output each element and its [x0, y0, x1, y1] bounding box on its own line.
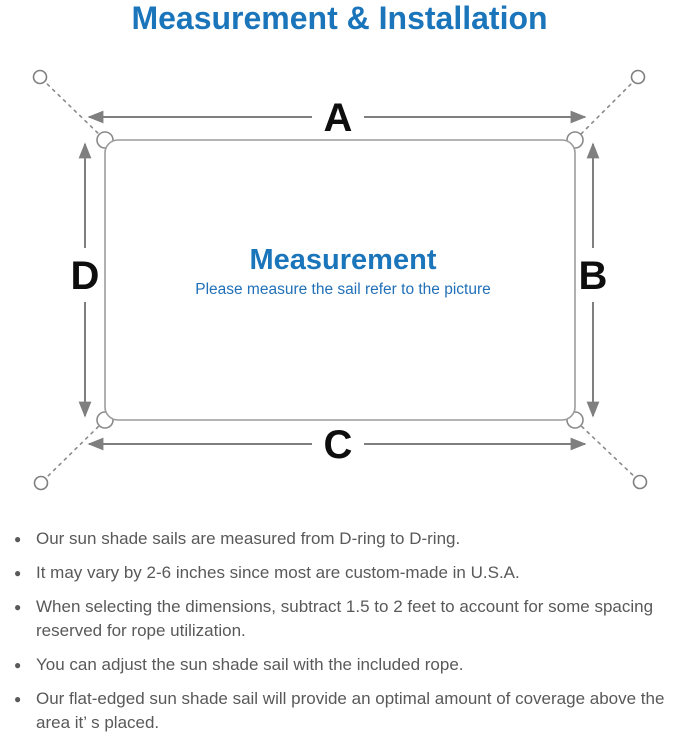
page-title: Measurement & Installation	[131, 0, 548, 36]
note-text: When selecting the dimensions, subtract …	[36, 597, 654, 640]
tether-line-bottom-left	[42, 421, 104, 482]
note-text: Our sun shade sails are measured from D-…	[36, 529, 461, 548]
bullet-icon: ●	[14, 658, 22, 672]
tether-line-bottom-right	[576, 421, 639, 481]
dimension-label-b: B	[579, 254, 608, 298]
list-item: ● You can adjust the sun shade sail with…	[14, 653, 673, 677]
tether-lines	[41, 78, 639, 482]
sail-diagram-svg: A B C D Measurement Please measure the s…	[32, 69, 648, 491]
diagram-center-subtitle: Please measure the sail refer to the pic…	[195, 281, 491, 298]
anchor-point-icon	[32, 69, 48, 85]
dimension-label-d: D	[71, 254, 100, 298]
measurement-diagram: A B C D Measurement Please measure the s…	[0, 55, 679, 515]
note-text: You can adjust the sun shade sail with t…	[36, 655, 464, 674]
note-text: Our flat-edged sun shade sail will provi…	[36, 689, 665, 732]
tether-line-top-right	[576, 78, 637, 139]
bullet-icon: ●	[14, 600, 22, 614]
list-item: ● It may vary by 2-6 inches since most a…	[14, 561, 673, 585]
list-item: ● Our sun shade sails are measured from …	[14, 527, 673, 551]
bullet-icon: ●	[14, 532, 22, 546]
anchor-point-icon	[33, 475, 49, 491]
note-text: It may vary by 2-6 inches since most are…	[36, 563, 520, 582]
dimension-label-a: A	[324, 96, 353, 140]
anchor-points	[32, 69, 648, 491]
diagram-center-title: Measurement	[250, 244, 437, 276]
list-item: ● When selecting the dimensions, subtrac…	[14, 595, 673, 643]
sail-outline	[104, 139, 576, 421]
anchor-point-icon	[632, 474, 648, 490]
list-item: ● Our flat-edged sun shade sail will pro…	[14, 687, 673, 735]
tether-line-top-left	[41, 78, 104, 139]
bullet-icon: ●	[14, 566, 22, 580]
bullet-icon: ●	[14, 692, 22, 706]
anchor-point-icon	[630, 69, 646, 85]
dimension-label-c: C	[324, 423, 353, 467]
notes-list: ● Our sun shade sails are measured from …	[0, 527, 679, 735]
dimension-arrows	[78, 110, 600, 451]
